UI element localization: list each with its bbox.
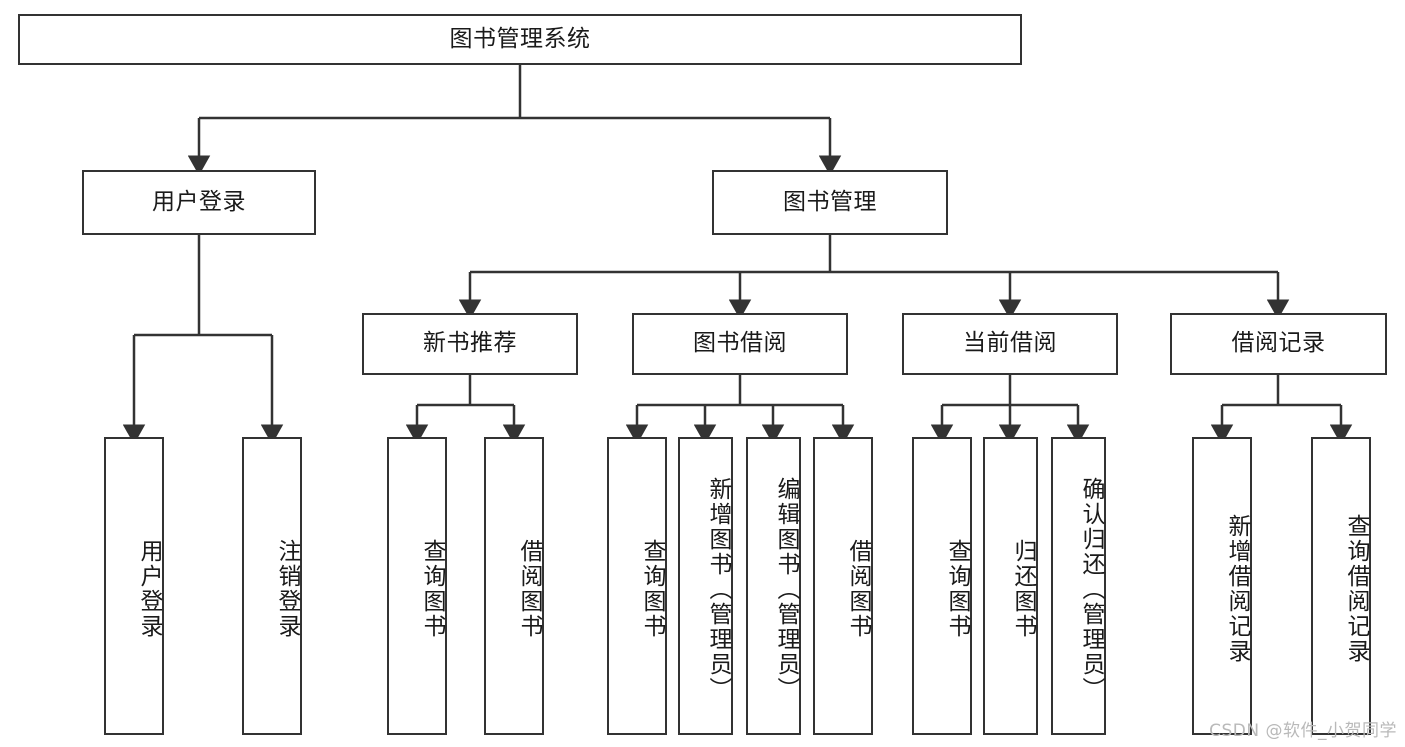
node-label: 新增借阅记录 [1224, 514, 1250, 664]
leaf-recommend-search-book[interactable]: 查询图书 [387, 437, 447, 735]
leaf-record-search[interactable]: 查询借阅记录 [1311, 437, 1371, 735]
node-label: 新增图书（管理员） [705, 476, 731, 702]
node-label: 借阅记录 [1231, 330, 1326, 357]
node-label: 图书管理 [783, 188, 877, 215]
node-label: 归还图书 [1010, 539, 1036, 639]
leaf-borrow-add-book[interactable]: 新增图书（管理员） [678, 437, 733, 735]
node-label: 当前借阅 [963, 330, 1057, 357]
node-label: 编辑图书（管理员） [773, 476, 799, 702]
leaf-current-confirm-return[interactable]: 确认归还（管理员） [1051, 437, 1106, 735]
watermark: CSDN @软件_小贺同学 [1209, 721, 1397, 741]
node-user-login[interactable]: 用户登录 [82, 170, 316, 235]
node-book-management[interactable]: 图书管理 [712, 170, 948, 235]
node-book-borrow[interactable]: 图书借阅 [632, 313, 848, 375]
node-label: 借阅图书 [516, 539, 542, 639]
node-new-book-recommend[interactable]: 新书推荐 [362, 313, 578, 375]
leaf-borrow-borrow-book[interactable]: 借阅图书 [813, 437, 873, 735]
node-label: 注销登录 [274, 539, 300, 639]
leaf-current-return-book[interactable]: 归还图书 [983, 437, 1038, 735]
leaf-current-search-book[interactable]: 查询图书 [912, 437, 972, 735]
leaf-recommend-borrow-book[interactable]: 借阅图书 [484, 437, 544, 735]
leaf-borrow-search-book[interactable]: 查询图书 [607, 437, 667, 735]
node-label: 借阅图书 [845, 539, 871, 639]
node-label: 查询图书 [639, 539, 665, 639]
node-label: 查询图书 [944, 539, 970, 639]
node-label: 用户登录 [136, 539, 162, 639]
node-borrow-record[interactable]: 借阅记录 [1170, 313, 1387, 375]
leaf-record-add[interactable]: 新增借阅记录 [1192, 437, 1252, 735]
node-label: 用户登录 [152, 188, 246, 215]
node-label: 新书推荐 [423, 330, 517, 357]
node-label: 图书借阅 [693, 330, 787, 357]
node-label: 图书管理系统 [449, 25, 591, 52]
leaf-borrow-edit-book[interactable]: 编辑图书（管理员） [746, 437, 801, 735]
leaf-user-login[interactable]: 用户登录 [104, 437, 164, 735]
node-root-system[interactable]: 图书管理系统 [18, 14, 1022, 65]
node-label: 查询图书 [419, 539, 445, 639]
node-current-borrow[interactable]: 当前借阅 [902, 313, 1118, 375]
node-label: 确认归还（管理员） [1078, 476, 1104, 702]
node-label: 查询借阅记录 [1343, 514, 1369, 664]
leaf-logout[interactable]: 注销登录 [242, 437, 302, 735]
